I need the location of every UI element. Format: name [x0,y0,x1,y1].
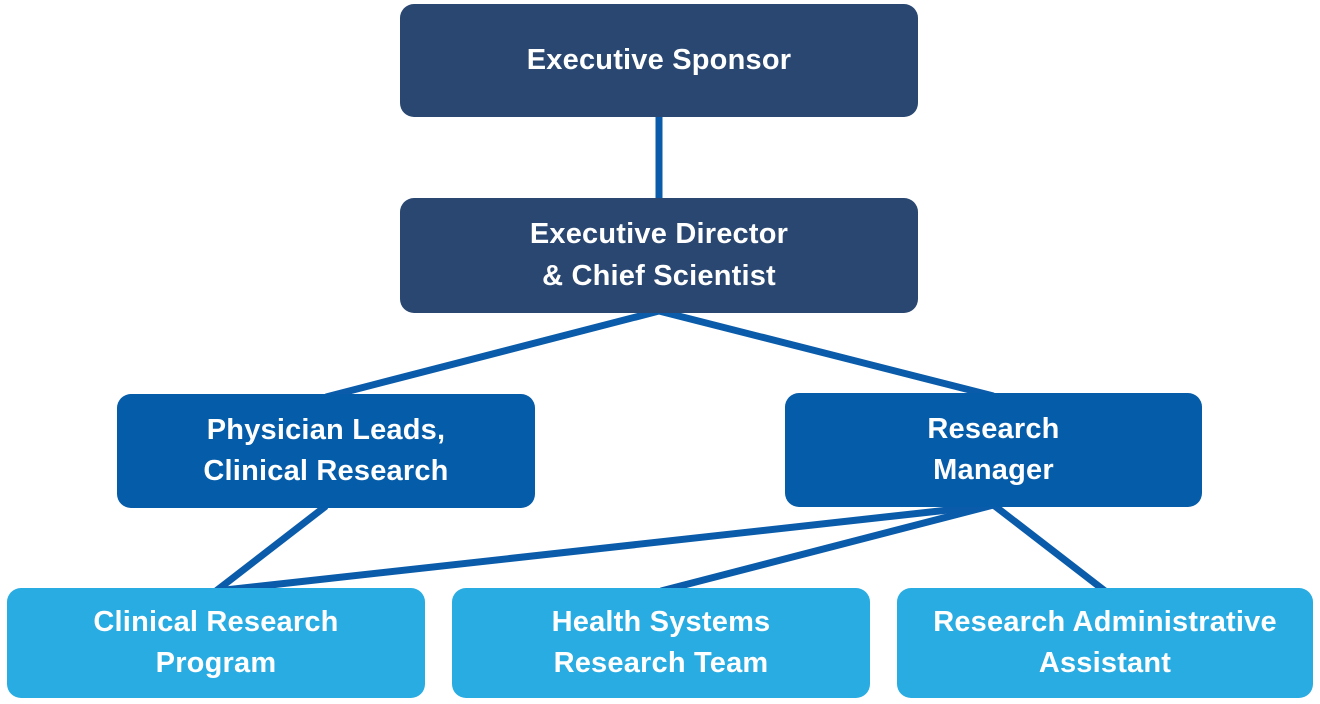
org-node-physician-leads: Physician Leads, Clinical Research [117,394,535,508]
org-node-label: Health Systems Research Team [551,605,771,679]
connector-physician-leads-clinical-research-program [213,503,329,594]
org-node-executive-director: Executive Director & Chief Scientist [400,198,918,313]
org-node-research-administrative-assistant: Research Administrative Assistant [897,588,1313,698]
org-node-label: Executive Director & Chief Scientist [529,218,789,292]
org-node-clinical-research-program: Clinical Research Program [7,588,425,698]
org-node-label: Clinical Research Program [93,605,339,679]
org-node-label: Research Manager [927,412,1060,486]
connector-research-manager-research-administrative-assistant [991,502,1108,594]
org-node-label: Executive Sponsor [526,43,792,76]
connector-executive-director-research-manager [658,307,995,400]
connector-research-manager-clinical-research-program [215,501,994,595]
org-node-label: Research Administrative Assistant [933,605,1277,679]
connector-research-manager-health-systems-research-team [660,501,995,595]
org-node-executive-sponsor: Executive Sponsor [400,4,918,117]
org-node-research-manager: Research Manager [785,393,1202,507]
org-node-label: Physician Leads, Clinical Research [203,413,449,487]
connector-executive-director-physician-leads [325,307,660,401]
org-node-health-systems-research-team: Health Systems Research Team [452,588,870,698]
